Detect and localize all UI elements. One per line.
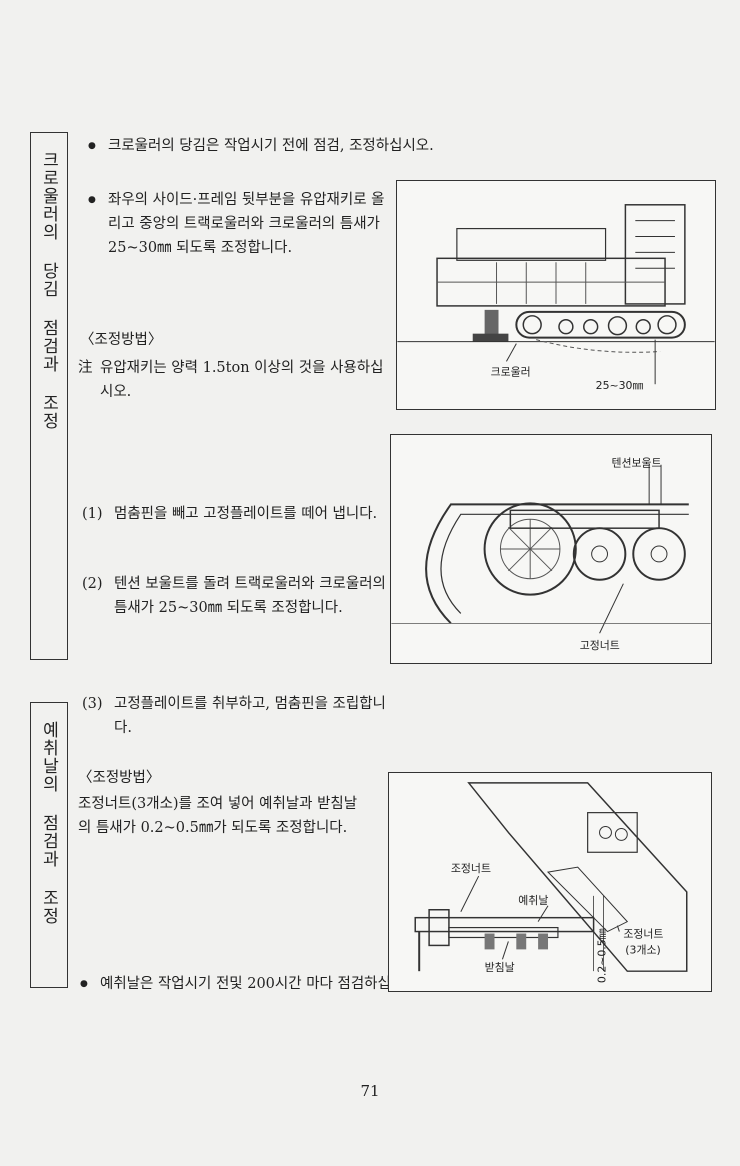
crawler-step-2: (2) 텐션 보울트를 돌려 트랙로울러와 크로울러의 틈새가 25~30㎜ 되… — [82, 572, 398, 620]
blade-method-title: 〈조정방법〉 — [78, 766, 160, 790]
crawler-bullet-1: 크로울러의 당김은 작업시기 전에 점검, 조정하십시오. — [86, 134, 528, 158]
figure-cutting-blade: 조정너트 예취날 받침날 조정너트 (3개소) 0.2~0.5㎜ — [388, 772, 712, 992]
figure-machine-side-view: 크로울러 25~30㎜ — [396, 180, 716, 410]
fig2-tension-bolt-label: 텐션보울트 — [611, 457, 661, 470]
section-tab-label: 예취날의 점검과 조정 — [38, 721, 59, 925]
page-number: 71 — [360, 1082, 380, 1100]
blade-method-body: 조정너트(3개소)를 조여 넣어 예취날과 받침날의 틈새가 0.2~0.5㎜가… — [78, 792, 364, 840]
method-body-text: 조정너트(3개소)를 조여 넣어 예취날과 받침날의 틈새가 0.2~0.5㎜가… — [78, 796, 358, 836]
crawler-bullet-2: 좌우의 사이드·프레임 뒷부분을 유압재키로 올리고 중앙의 트랙로울러와 크로… — [86, 188, 390, 260]
crawler-method-title: 〈조정방법〉 — [80, 328, 162, 352]
step-number: (2) — [82, 576, 103, 592]
fig3-base-blade-label: 받침날 — [485, 961, 515, 974]
fig3-cutting-blade-label: 예취날 — [518, 894, 548, 907]
crawler-note: 注 유압재키는 양력 1.5ton 이상의 것을 사용하십시오. — [78, 356, 390, 404]
fig1-crawler-label: 크로울러 — [491, 365, 531, 378]
section-tab-cutting-blade: 예취날의 점검과 조정 — [30, 702, 68, 988]
cutting-blade-illustration: 조정너트 예취날 받침날 조정너트 (3개소) 0.2~0.5㎜ — [414, 782, 688, 983]
step-number: (1) — [82, 506, 103, 522]
tension-bolt-illustration: 텐션보울트 고정너트 — [391, 457, 711, 652]
blade-bullet-1: 예취날은 작업시기 전및 200시간 마다 점검하십시오. — [78, 972, 520, 996]
machine-illustration: 크로울러 25~30㎜ — [397, 204, 715, 392]
section-tab-crawler: 크로울러의 당김 점검과 조정 — [30, 132, 68, 660]
section-tab-label: 크로울러의 당김 점검과 조정 — [38, 151, 59, 430]
method-title-text: 〈조정방법〉 — [80, 332, 163, 348]
step-number: (3) — [82, 696, 103, 712]
blade-bullet-1-text: 예취날은 작업시기 전및 200시간 마다 점검하십시오. — [100, 976, 423, 992]
crawler-step-1: (1) 멈춤핀을 빼고 고정플레이트를 떼어 냅니다. — [82, 502, 398, 526]
step-text: 텐션 보울트를 돌려 트랙로울러와 크로울러의 틈새가 25~30㎜ 되도록 조… — [114, 576, 386, 616]
method-title-text: 〈조정방법〉 — [78, 770, 161, 786]
note-mark: 注 — [78, 360, 93, 376]
crawler-bullet-2-text: 좌우의 사이드·프레임 뒷부분을 유압재키로 올리고 중앙의 트랙로울러와 크로… — [108, 192, 385, 256]
fig3-adjust-nut-label: 조정너트 — [451, 862, 491, 875]
fig3-count-label: (3개소) — [625, 943, 660, 956]
figure-tension-bolt: 텐션보울트 고정너트 — [390, 434, 712, 664]
step-text: 고정플레이트를 취부하고, 멈춤핀을 조립합니다. — [114, 696, 386, 736]
fig2-fixing-nut-label: 고정너트 — [580, 639, 620, 652]
crawler-bullet-1-text: 크로울러의 당김은 작업시기 전에 점검, 조정하십시오. — [108, 138, 434, 154]
crawler-step-3: (3) 고정플레이트를 취부하고, 멈춤핀을 조립합니다. — [82, 692, 398, 740]
fig3-adjust-nut-3-label: 조정너트 — [623, 927, 663, 940]
fig1-gap-label: 25~30㎜ — [596, 379, 644, 392]
fig3-gap-label: 0.2~0.5㎜ — [595, 928, 608, 983]
step-text: 멈춤핀을 빼고 고정플레이트를 떼어 냅니다. — [114, 506, 378, 522]
note-text: 유압재키는 양력 1.5ton 이상의 것을 사용하십시오. — [100, 360, 384, 400]
